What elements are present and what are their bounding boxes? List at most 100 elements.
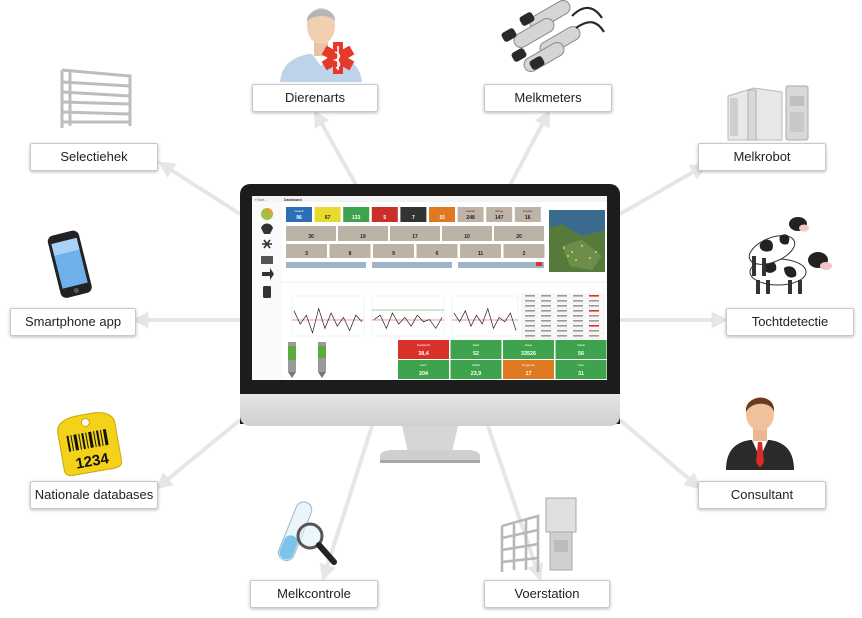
bottom-tile-label: Afkalf [472, 363, 480, 367]
table-cell [541, 325, 551, 327]
table-cell [557, 300, 567, 302]
mid-tile2 [416, 244, 458, 258]
arrow-selectiehek [157, 161, 242, 216]
arrow-nationale-databases [155, 418, 242, 490]
mid-tile2 [373, 244, 414, 258]
table-cell [557, 325, 567, 327]
arrow-melkcontrole [319, 425, 374, 582]
top-tile-value: 15 [439, 215, 445, 221]
top-tile-value: 67 [325, 215, 331, 221]
table-cell [525, 310, 535, 312]
top-tile-value: 5 [383, 215, 386, 221]
bottom-tile [555, 340, 607, 359]
label-melkrobot[interactable]: Melkrobot [698, 143, 826, 171]
mid-tile2 [460, 244, 501, 258]
selection-gate-icon [60, 68, 132, 128]
top-tile-value: 7 [412, 215, 415, 221]
bottom-tile-label: Prognose [522, 363, 535, 367]
bottom-tile-value: 56 [578, 351, 584, 357]
table-cell [541, 335, 551, 337]
mini-chart-line [453, 307, 517, 331]
table-cell [557, 330, 567, 332]
bottom-tile [398, 340, 449, 359]
test-tube-magnifier-icon [278, 501, 337, 565]
table-cell [589, 335, 599, 337]
table-cell [525, 325, 535, 327]
bottom-tile-label: Gem [420, 363, 427, 367]
table-cell [525, 335, 535, 337]
table-cell [573, 300, 583, 302]
milk-meter-icon [501, 0, 605, 72]
mini-charts [291, 295, 519, 337]
mid-tile [338, 226, 388, 241]
label-selectiehek[interactable]: Selectiehek [30, 143, 158, 171]
label-tochtdetectie[interactable]: Tochtdetectie [726, 308, 854, 336]
table-cell [525, 315, 535, 317]
label-smartphone-app[interactable]: Smartphone app [10, 308, 136, 336]
mini-chart-line [373, 312, 443, 330]
table-cell [589, 300, 599, 302]
table-cell [573, 315, 583, 317]
table-cell [541, 300, 551, 302]
table-cell [573, 320, 583, 322]
label-dierenarts[interactable]: Dierenarts [252, 84, 378, 112]
mid-tile2-value: 9 [392, 251, 395, 257]
arrow-melkrobot [619, 163, 708, 216]
mid-tile-value: 19 [360, 234, 366, 240]
table-cell [541, 330, 551, 332]
bottom-tile [503, 340, 554, 359]
dashboard-title: Dashboard [284, 198, 302, 202]
label-melkcontrole[interactable]: Melkcontrole [250, 580, 378, 608]
bottom-tile-label: Zoektocht [417, 343, 430, 347]
bottom-tile [555, 360, 607, 379]
top-tile [371, 207, 398, 222]
table-cell [525, 330, 535, 332]
table-cell [589, 305, 599, 307]
bottom-tile-value: 52 [473, 351, 479, 357]
mini-chart-frame [291, 295, 365, 337]
table-cell [541, 315, 551, 317]
table-cell [573, 295, 583, 297]
mid-tile2 [286, 244, 327, 258]
monitor-stand [380, 426, 480, 463]
mid-tile-value: 10 [464, 234, 470, 240]
dashboard-menu: ≡ Koe... [255, 198, 267, 202]
silo-widget [288, 342, 326, 378]
table-cell [557, 315, 567, 317]
table-cell [557, 310, 567, 312]
arrow-voerstation [486, 425, 544, 581]
table-cell [557, 320, 567, 322]
bottom-tile-value: 31 [578, 371, 584, 377]
table-cell [589, 320, 599, 322]
table-cell [589, 325, 599, 327]
bottom-tile-label: Liters [525, 343, 533, 347]
top-tile-label: Lactatie [466, 209, 476, 213]
label-nationale-databases[interactable]: Nationale databases [30, 481, 158, 509]
bottom-tile [450, 360, 502, 379]
veterinarian-icon [280, 8, 362, 82]
bottom-tile [398, 360, 449, 379]
table-cell [573, 310, 583, 312]
mid-tile-value: 17 [412, 234, 418, 240]
mini-table [521, 293, 605, 343]
label-melkmeters[interactable]: Melkmeters [484, 84, 612, 112]
table-cell [525, 320, 535, 322]
smartphone-icon [47, 230, 92, 298]
arrow-consultant [618, 418, 702, 490]
mid-tile2-value: 11 [478, 251, 484, 257]
arrow-melkmeters [508, 109, 550, 186]
label-consultant[interactable]: Consultant [698, 481, 826, 509]
label-voerstation[interactable]: Voerstation [484, 580, 610, 608]
bottom-tile-value: 23,9 [471, 371, 482, 377]
table-cell [525, 295, 535, 297]
top-tile [457, 207, 484, 222]
table-cell [557, 295, 567, 297]
consultant-icon [726, 397, 794, 470]
bottom-tile-label: Uitval [577, 343, 585, 347]
bottom-tile-label: Eiwit [473, 343, 480, 347]
table-cell [573, 305, 583, 307]
bottom-tile-value: 17 [526, 371, 532, 377]
